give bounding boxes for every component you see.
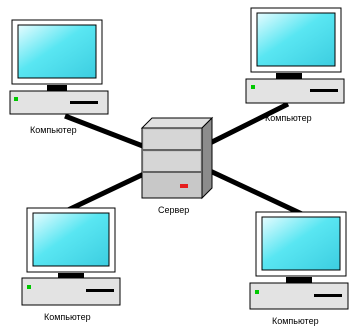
server: Сервер <box>140 116 214 215</box>
link-bottom-left <box>66 169 150 213</box>
server-tower-icon <box>140 116 214 200</box>
link-bottom-right <box>206 167 304 217</box>
computer-label: Компьютер <box>44 312 91 322</box>
computer-top-left: Компьютер <box>9 19 109 135</box>
desktop-computer-icon <box>245 7 345 104</box>
computer-label: Компьютер <box>265 113 312 123</box>
server-label: Сервер <box>158 205 189 215</box>
desktop-computer-icon <box>249 211 349 310</box>
computer-top-right: Компьютер <box>245 7 345 123</box>
link-top-right <box>206 101 290 147</box>
connections <box>64 101 304 217</box>
desktop-computer-icon <box>9 19 109 115</box>
computer-label: Компьютер <box>30 125 77 135</box>
computer-bottom-left: Компьютер <box>21 207 121 322</box>
computer-label: Компьютер <box>272 316 319 326</box>
desktop-computer-icon <box>21 207 121 306</box>
computer-bottom-right: Компьютер <box>249 211 349 326</box>
link-top-left <box>64 113 149 151</box>
